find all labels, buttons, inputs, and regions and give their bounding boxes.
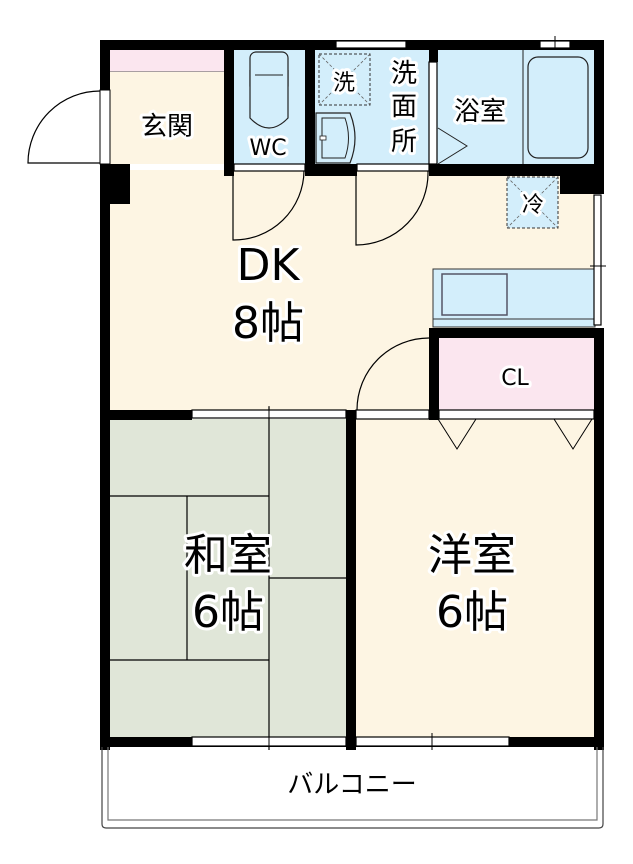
western-room-door[interactable] [356, 337, 430, 411]
label-fridge-space: 冷 [522, 193, 544, 218]
label-dk: DK [237, 240, 301, 291]
wash-basin-icon [315, 112, 356, 164]
bathtub-icon [522, 50, 589, 164]
label-toilet: WC [249, 136, 286, 161]
front-door[interactable] [27, 89, 111, 165]
label-washroom-line-3: 所 [391, 127, 417, 157]
washer-space-icon [318, 53, 371, 106]
doors [27, 89, 593, 450]
washroom-door[interactable] [355, 170, 429, 246]
label-washroom-line-2: 面 [391, 92, 417, 122]
room-closet[interactable] [437, 338, 594, 410]
room-western[interactable] [356, 419, 594, 737]
label-bathroom: 浴室 [454, 97, 506, 127]
bath-door-icon [437, 127, 468, 165]
label-closet: CL [501, 366, 529, 391]
room-japanese[interactable] [110, 407, 348, 750]
windows [191, 36, 606, 750]
room-balcony[interactable] [101, 747, 604, 829]
label-washroom-line-1: 洗 [391, 59, 417, 89]
label-japanese-room: 和室 [184, 530, 272, 581]
label-western-room: 洋室 [428, 530, 516, 581]
label-entrance: 玄関 [141, 112, 193, 142]
toilet-door[interactable] [232, 170, 305, 241]
fridge-space-icon [506, 176, 559, 229]
label-washer-space: 洗 [333, 71, 355, 96]
room-entrance[interactable] [110, 48, 224, 164]
label-western-room-size: 6帖 [436, 587, 508, 638]
tatami-lines [110, 407, 348, 750]
closet-doors[interactable] [437, 418, 593, 450]
kitchen-counter [432, 268, 596, 328]
label-japanese-room-size: 6帖 [192, 587, 264, 638]
toilet-icon [249, 51, 289, 129]
label-dk-size: 8帖 [232, 298, 304, 349]
label-balcony: バルコニー [287, 770, 416, 800]
